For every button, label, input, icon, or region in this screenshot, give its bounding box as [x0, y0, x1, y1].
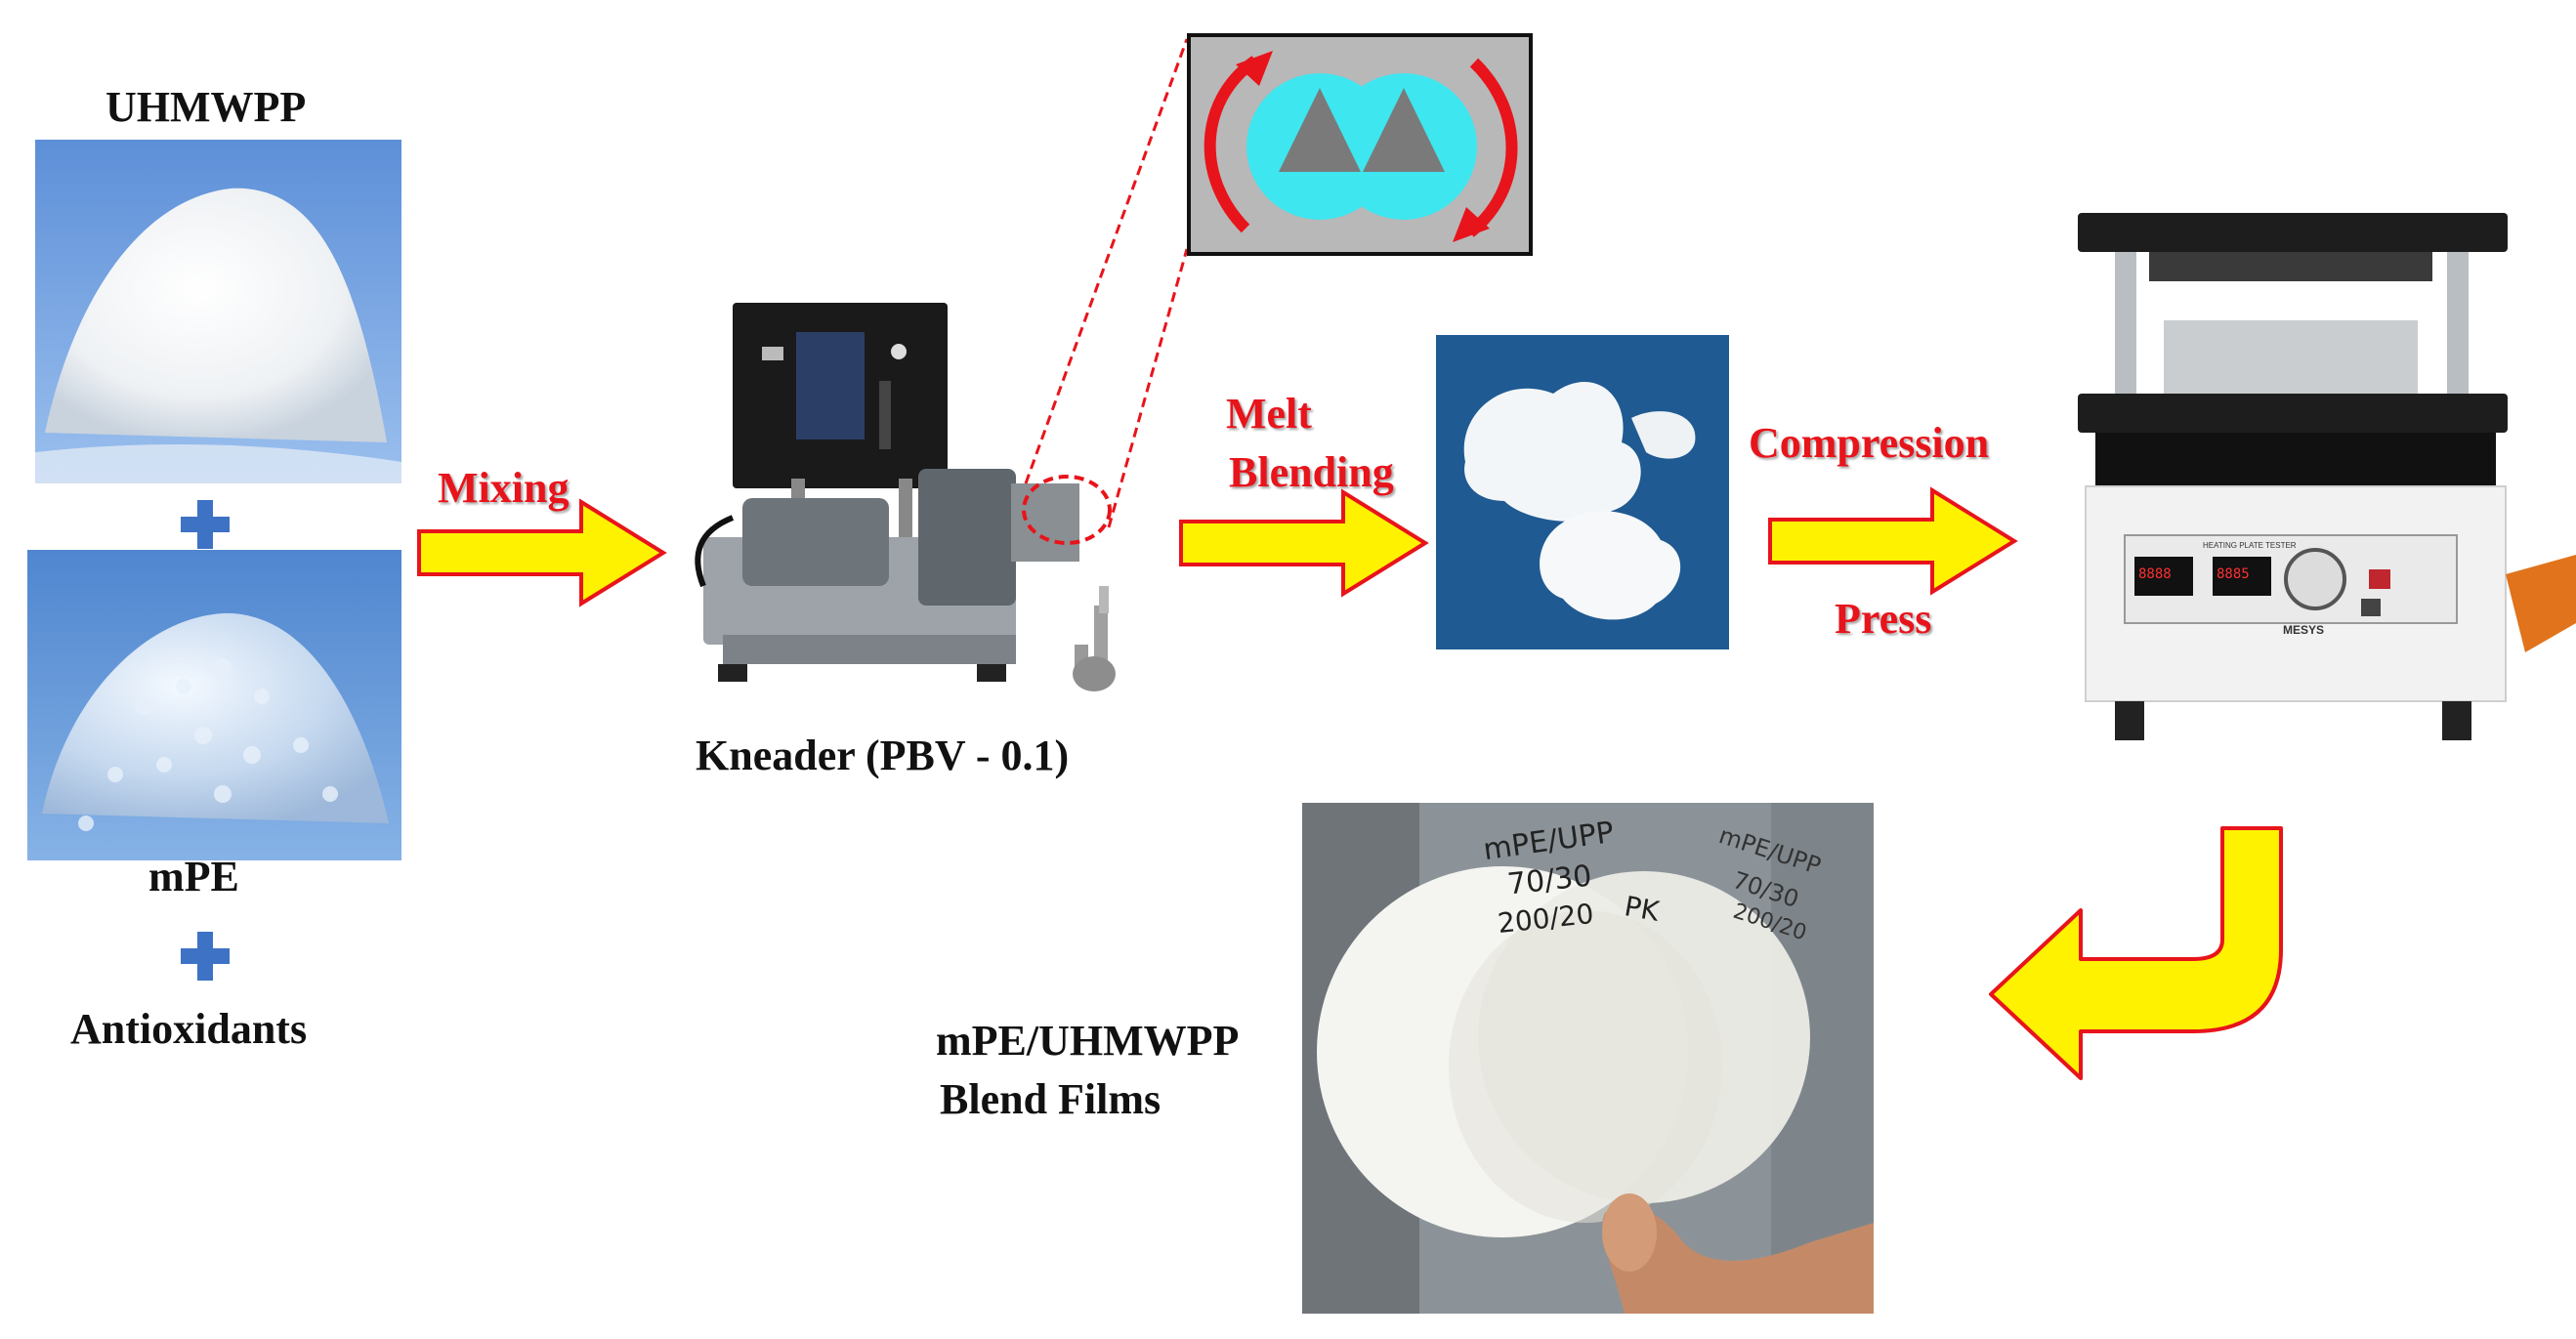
- compression-arrow: [1768, 486, 2018, 596]
- return-arrow: [1989, 826, 2283, 1080]
- press-brand: MESYS: [2283, 623, 2325, 637]
- press-label: Press: [1835, 595, 1932, 643]
- rotor-detail-inset: [1187, 33, 1533, 256]
- kneader-caption: Kneader (PBV - 0.1): [696, 732, 1070, 779]
- blend-films-photo: mPE/UPP 70/30 200/20 PK mPE/UPP 70/30 20…: [1302, 803, 1874, 1314]
- zoom-circle: [1022, 475, 1112, 545]
- antioxidants-label: Antioxidants: [70, 1005, 308, 1053]
- mixing-arrow: [417, 498, 667, 607]
- press-display-right: 8885: [2217, 566, 2250, 582]
- compression-label: Compression: [1749, 419, 1990, 467]
- blending-label: Blending: [1229, 448, 1394, 496]
- plus-icon: [181, 500, 230, 549]
- plus-icon: [181, 932, 230, 981]
- press-display-left: 8888: [2138, 566, 2172, 582]
- uhmwpp-label: UHMWPP: [106, 83, 307, 131]
- melt-blend-photo: [1436, 335, 1729, 649]
- films-caption-line2: Blend Films: [940, 1075, 1161, 1123]
- heating-press-photo: HEATING PLATE TESTER 8888 8885 MESYS: [2056, 203, 2576, 760]
- uhmwpp-powder-photo: [35, 140, 401, 483]
- films-caption-line1: mPE/UHMWPP: [936, 1017, 1240, 1065]
- melt-label: Melt: [1226, 390, 1312, 438]
- kneader-machine-photo: [695, 303, 1116, 691]
- mixing-label: Mixing: [438, 464, 570, 512]
- press-panel-title: HEATING PLATE TESTER: [2203, 541, 2297, 550]
- melt-blending-arrow: [1179, 488, 1429, 598]
- film-note-left-initials: PK: [1622, 890, 1662, 928]
- mpe-pellets-photo: [27, 550, 401, 860]
- mpe-label: mPE: [148, 853, 239, 900]
